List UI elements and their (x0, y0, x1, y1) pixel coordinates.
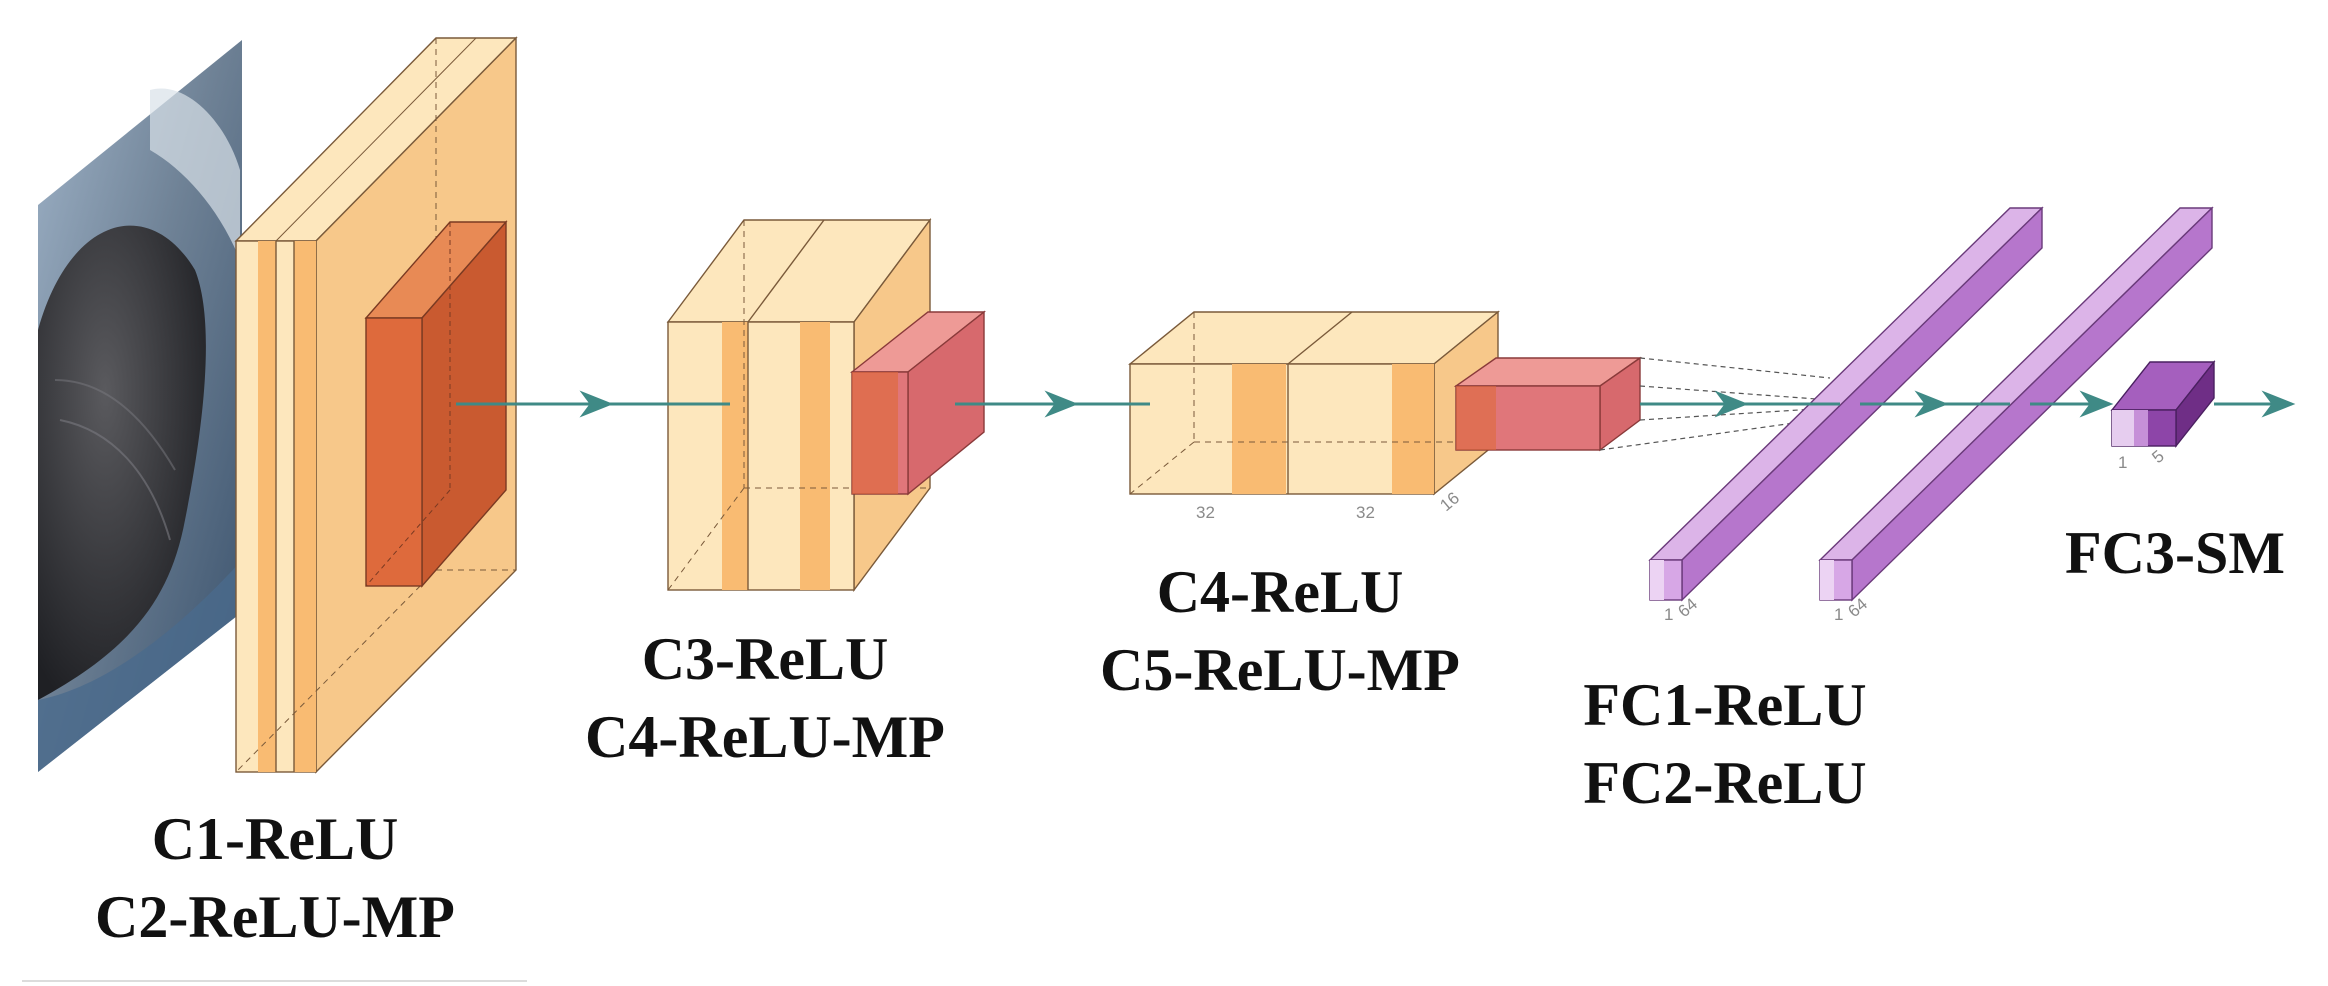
caption-fc12-line-2: FC2-ReLU (1583, 750, 1867, 816)
caption-block-1: C1-ReLU C2-ReLU-MP (70, 800, 480, 956)
caption-fc3-line-1: FC3-SM (2065, 520, 2285, 586)
caption-block-3: C4-ReLU C5-ReLU-MP (1075, 553, 1485, 709)
caption-block-2: C3-ReLU C4-ReLU-MP (555, 620, 975, 776)
pool-block-3 (1453, 356, 1643, 452)
caption-block-3-line-1: C4-ReLU (1156, 559, 1404, 625)
caption-block-1-line-1: C1-ReLU (151, 806, 399, 872)
dim-fc2-a: 1 (1834, 605, 1843, 624)
caption-block-3-line-2: C5-ReLU-MP (1100, 637, 1460, 703)
dim-fc3-a: 1 (2118, 453, 2127, 472)
caption-block-2-line-2: C4-ReLU-MP (585, 704, 945, 770)
conv-block-3 (1128, 310, 1500, 496)
bottom-divider (22, 980, 527, 982)
dim-block3-c: 16 (1436, 488, 1463, 515)
caption-block-1-line-2: C2-ReLU-MP (95, 884, 455, 950)
fc3-block (2110, 359, 2216, 449)
caption-fc3: FC3-SM (2040, 514, 2310, 592)
dim-block3-b: 32 (1356, 503, 1375, 522)
caption-block-2-line-1: C3-ReLU (641, 626, 889, 692)
dim-fc1-a: 1 (1664, 605, 1673, 624)
caption-fc12-line-1: FC1-ReLU (1583, 672, 1867, 738)
dim-block3-a: 32 (1196, 503, 1215, 522)
pool-block-2 (849, 310, 987, 496)
input-image (38, 40, 242, 772)
dim-fc3-b: 5 (2148, 446, 2167, 467)
caption-fc12: FC1-ReLU FC2-ReLU (1555, 666, 1895, 822)
